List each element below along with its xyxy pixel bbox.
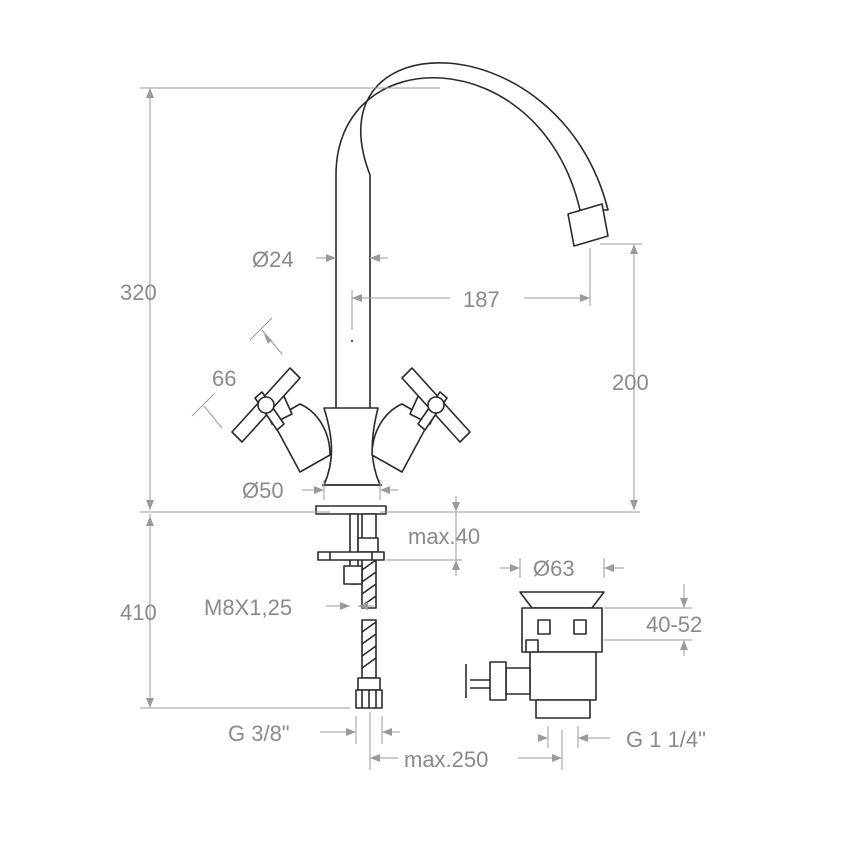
faucet-body bbox=[323, 407, 381, 486]
waste-body-lower bbox=[529, 651, 597, 701]
label-spout-diameter: Ø24 bbox=[252, 247, 294, 272]
lever-nut bbox=[505, 667, 531, 695]
fixing-plate bbox=[317, 551, 385, 561]
label-waste-diameter: Ø63 bbox=[533, 556, 575, 581]
waste-slot-left bbox=[537, 619, 551, 635]
waste-slot-right bbox=[573, 619, 587, 635]
deck-flange bbox=[315, 505, 387, 515]
right-handle-hub bbox=[427, 396, 445, 414]
label-height-top: 320 bbox=[120, 280, 157, 305]
label-hose-length: max.250 bbox=[404, 747, 488, 772]
label-waste-range: 40-52 bbox=[646, 612, 702, 637]
label-max-deck: max.40 bbox=[408, 524, 480, 549]
faucet bbox=[231, 62, 609, 709]
right-valve bbox=[371, 403, 431, 473]
hose-nut-flats bbox=[361, 690, 377, 708]
hose-fitting-top bbox=[357, 537, 379, 553]
left-valve bbox=[271, 403, 331, 473]
aerator bbox=[567, 203, 609, 247]
waste-tailpiece bbox=[535, 699, 591, 719]
label-handle-size: 66 bbox=[212, 366, 236, 391]
hose-braid-lower bbox=[361, 621, 377, 669]
popup-waste bbox=[465, 591, 605, 719]
label-spout-height: 200 bbox=[612, 370, 649, 395]
hose-lower bbox=[361, 619, 377, 679]
lever-rod bbox=[470, 679, 490, 689]
label-height-bottom: 410 bbox=[120, 600, 157, 625]
waste-flange bbox=[519, 591, 605, 609]
waste-collar bbox=[525, 639, 539, 653]
label-stud-thread: M8X1,25 bbox=[204, 595, 292, 620]
lever-nut-outer bbox=[489, 661, 507, 701]
label-hose-thread: G 3/8" bbox=[228, 721, 290, 746]
label-base-diameter: Ø50 bbox=[242, 478, 284, 503]
label-waste-thread: G 1 1/4" bbox=[626, 727, 706, 752]
fixing-nut bbox=[343, 565, 363, 585]
spout bbox=[335, 62, 609, 410]
hose-braid-upper bbox=[361, 559, 377, 607]
left-handle-hub bbox=[257, 396, 275, 414]
dimension-lines bbox=[140, 87, 692, 770]
hose-nut-upper bbox=[357, 677, 381, 691]
fixing-plate-slots bbox=[329, 552, 373, 560]
label-spout-reach: 187 bbox=[463, 287, 500, 312]
dimension-labels: 320 410 Ø24 187 66 200 Ø50 max.40 Ø63 40… bbox=[120, 247, 706, 772]
